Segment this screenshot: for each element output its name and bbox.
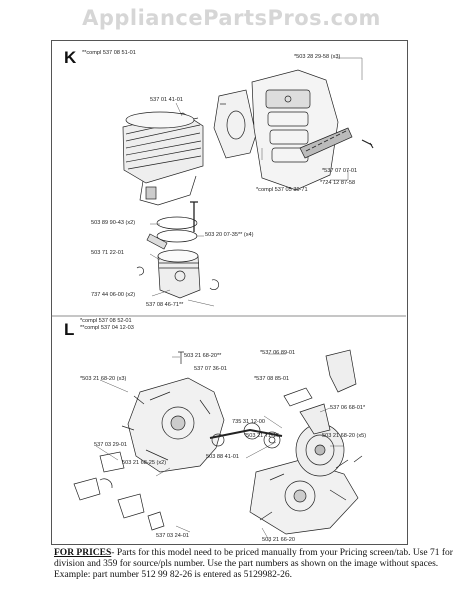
piston-ring-part [156, 216, 198, 230]
part-label: 503 89 90-43 (x2) [91, 220, 136, 226]
part-label: *503 21 68-20 (x3) [80, 376, 127, 382]
part-label: *537 07 07-01 [322, 168, 358, 174]
muffler-part [251, 69, 339, 191]
piston-part [157, 249, 201, 299]
bracket-part [325, 349, 357, 393]
clutch-part [295, 423, 345, 477]
part-label: *503 28 29-58 (x3) [294, 54, 341, 60]
part-label: 537 03 24-01 [156, 533, 189, 539]
diagram-frame [51, 40, 408, 545]
clamp-parts [73, 451, 165, 531]
part-label: 503 21 68-25 (x2) [122, 460, 167, 466]
crankshaft-part [209, 422, 283, 447]
crankcase-left-part [127, 377, 225, 473]
part-label: 503 71 22-01 [91, 250, 124, 256]
part-label: 503 88 41-01 [206, 454, 239, 460]
section-l-header-label: *compl 537 08 52-01 [80, 318, 132, 324]
part-label: 503 21 66-20 [262, 537, 295, 543]
cylinder-part [122, 111, 204, 206]
crankcase-right-part [249, 459, 359, 535]
part-label: 503 21 68-20** [184, 353, 222, 359]
spark-screen-part [299, 127, 353, 159]
part-label: 537 03 29-01 [94, 442, 127, 448]
part-label: *compl 537 05 36-71 [256, 187, 308, 193]
section-k-letter: K [64, 48, 77, 67]
pricing-note-lead: FOR PRICES [54, 548, 112, 558]
part-label: *724 12 87-58 [320, 180, 356, 186]
part-label: 537 08 46-71** [146, 302, 184, 308]
part-label: 503 20 07-35** (x4) [205, 232, 254, 238]
part-label: 735 31 12-00 [232, 419, 265, 425]
bearing-part [263, 431, 281, 449]
part-label: *537 08 85-01 [254, 376, 290, 382]
part-label: 537 07 36-01 [194, 366, 227, 372]
pricing-note-text: - Parts for this model need to be priced… [54, 548, 453, 581]
part-label: *503 21 71-16 [244, 433, 280, 439]
watermark: AppliancePartsPros.com [82, 6, 381, 30]
section-k-header-label: **compl 537 08 51-01 [82, 50, 136, 56]
pricing-note: FOR PRICES- Parts for this model need to… [54, 548, 454, 582]
part-label: 737 44 06-00 (x2) [91, 292, 136, 298]
part-label: 537 06 68-01* [330, 405, 366, 411]
part-label: 537 01 41-01 [150, 97, 183, 103]
part-label: 503 21 68-20 (x5) [322, 433, 367, 439]
section-l-header-label: **compl 537 04 12-03 [80, 325, 134, 331]
gasket-part [213, 89, 257, 159]
part-label: *537 06 89-01 [260, 350, 296, 356]
section-l-letter: L [64, 320, 75, 339]
